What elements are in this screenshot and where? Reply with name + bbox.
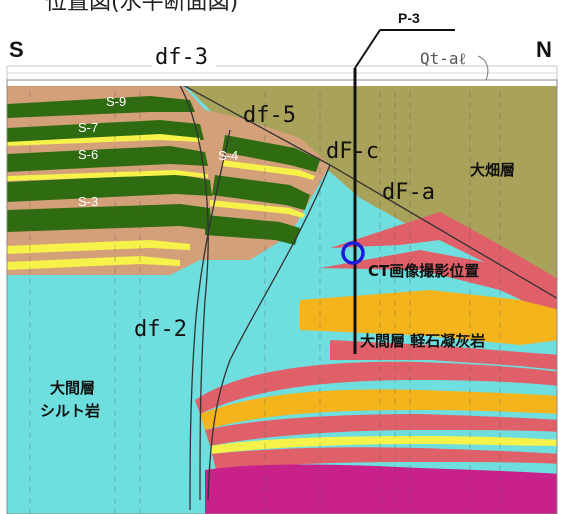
- oma-tuff-label: 大間層 軽石凝灰岩: [360, 332, 485, 350]
- label-s3: S-3: [78, 194, 98, 209]
- qt-leader: [477, 55, 489, 81]
- fault-labels: df-3 df-5 dF-c dF-a df-2: [134, 42, 435, 342]
- north-label: N: [536, 37, 552, 62]
- label-s9: S-9: [106, 94, 126, 109]
- borehole-leader-diag: [354, 29, 381, 69]
- section-body: [7, 86, 557, 514]
- ohata-formation-label: 大畑層: [470, 161, 515, 179]
- s-series-labels: S-9 S-7 S-6 S-4 S-3: [78, 94, 238, 209]
- ct-location-label: CT画像撮影位置: [368, 262, 479, 280]
- label-qt: Qt-aℓ: [420, 49, 467, 68]
- label-df3: df-3: [155, 45, 208, 70]
- yellow-bands-left: [7, 134, 208, 270]
- south-label: S: [9, 37, 24, 62]
- fault-lines: [179, 86, 557, 511]
- section-frame: [6, 79, 558, 514]
- label-df5: df-5: [243, 103, 296, 128]
- borehole-label: P-3: [398, 10, 420, 26]
- right-wedge-layers: [300, 212, 557, 370]
- label-dfc: dF-c: [326, 139, 379, 164]
- oma-silt-label-line1: 大間層: [50, 379, 95, 397]
- label-s6: S-6: [78, 147, 98, 162]
- lower-folded-layers: [195, 361, 557, 470]
- ct-position-marker: [341, 241, 365, 265]
- borehole-p3: P-3: [353, 10, 455, 354]
- label-s4: S-4: [218, 148, 238, 163]
- label-df2: df-2: [134, 317, 187, 342]
- label-s7: S-7: [78, 120, 98, 135]
- green-bands-middle: [205, 135, 320, 245]
- oma-silt-label-line2: シルト岩: [40, 402, 100, 420]
- df3-label-bg: [152, 42, 216, 70]
- yellow-bands-middle: [210, 160, 315, 218]
- label-dfa: dF-a: [382, 180, 435, 205]
- magenta-basement: [205, 464, 557, 514]
- figure-caption: 位置図(水平断面図): [45, 0, 238, 15]
